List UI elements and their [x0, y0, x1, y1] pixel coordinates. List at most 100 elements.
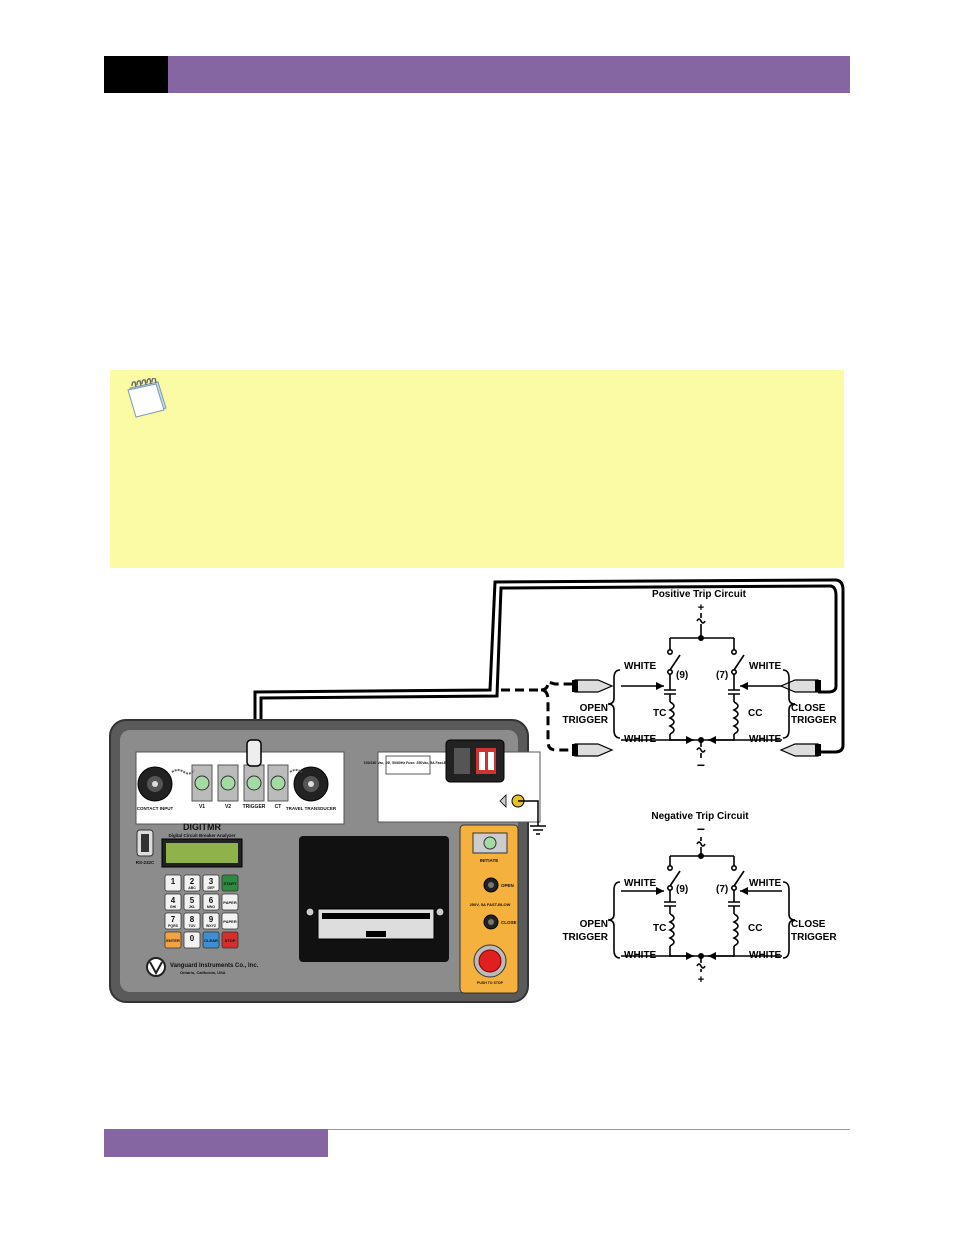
key-stop[interactable]: STOP: [221, 931, 239, 949]
negative-tc-label: TC: [653, 923, 666, 934]
negative-left-bottom-wire: WHITE: [624, 950, 657, 961]
positive-contact-7: (7): [716, 670, 728, 681]
positive-close-trigger-label: TRIGGER: [791, 715, 837, 726]
key-label: START: [223, 881, 237, 886]
contact-input-label: CONTACT INPUT: [137, 806, 174, 811]
key-label: 2: [190, 877, 195, 886]
alligator-clip-close-top: [779, 679, 821, 693]
positive-bottom-sign: −: [697, 757, 705, 773]
key-label: PAPER: [223, 919, 237, 924]
alligator-clip-close-bottom: [779, 743, 821, 757]
port-v1-label: V1: [199, 804, 205, 810]
trip-circuit-diagram: Positive Trip Circuit +: [109, 578, 845, 1003]
positive-trip-circuit: Positive Trip Circuit +: [562, 589, 837, 773]
negative-right-top-wire: WHITE: [749, 878, 782, 889]
vanguard-logo: Vanguard Instruments Co., Inc. Ontario, …: [146, 957, 259, 977]
key-0[interactable]: 0: [183, 931, 201, 949]
key-start[interactable]: START: [221, 874, 239, 892]
key-label: ENTER: [166, 938, 180, 943]
key-1[interactable]: 1: [164, 874, 182, 892]
negative-close-trigger-label: TRIGGER: [791, 932, 837, 943]
key-label: 4: [171, 896, 176, 905]
estop-label: PUSH TO STOP: [477, 981, 504, 985]
close-label: CLOSE: [501, 920, 517, 925]
positive-left-top-wire: WHITE: [624, 661, 657, 672]
key-label: 6: [209, 896, 214, 905]
negative-open-trigger-label: TRIGGER: [562, 932, 608, 943]
positive-close-label: CLOSE: [791, 703, 826, 714]
port-v2: V2: [217, 764, 239, 810]
travel-transducer-connector: TRAVEL TRANSDUCER: [286, 766, 337, 811]
key-enter[interactable]: ENTER: [164, 931, 182, 949]
key-label: 5: [190, 896, 195, 905]
key-sublabel: GHI: [170, 905, 176, 909]
key-sublabel: TUV: [189, 924, 197, 928]
port-ct-label: CT: [275, 804, 282, 810]
key-sublabel: MNO: [207, 905, 215, 909]
ground-terminal: [499, 794, 546, 835]
key-sublabel: WXYZ: [206, 924, 217, 928]
fuse-label: 250V, 5A FAST-BLOW: [470, 902, 511, 907]
port-trigger-label: TRIGGER: [243, 804, 266, 810]
positive-left-bottom-wire: WHITE: [624, 734, 657, 745]
key-label: 9: [209, 915, 214, 924]
key-sublabel: PQRS: [168, 924, 179, 928]
key-clear[interactable]: CLEAR: [202, 931, 220, 949]
company-location: Ontario, California, USA: [180, 970, 226, 975]
key-sublabel: DEF: [208, 886, 216, 890]
rs232-port: RS-232C: [136, 829, 155, 865]
negative-bottom-sign: +: [698, 974, 704, 986]
port-v1: V1: [191, 764, 213, 810]
key-sublabel: JKL: [189, 905, 196, 909]
negative-top-sign: −: [697, 821, 705, 837]
positive-contact-9: (9): [676, 670, 688, 681]
positive-circuit-title: Positive Trip Circuit: [652, 589, 747, 600]
key-label: PAPER: [223, 900, 237, 905]
lcd-display: [161, 838, 243, 868]
positive-right-top-wire: WHITE: [749, 661, 782, 672]
negative-right-bottom-wire: WHITE: [749, 950, 782, 961]
contact-input-connector: CONTACT INPUT: [137, 766, 174, 811]
key-sublabel: ABC: [188, 886, 196, 890]
device-model-label: DIGITMR: [183, 822, 221, 832]
rs232-label: RS-232C: [136, 860, 155, 865]
power-inlet: [445, 739, 505, 783]
negative-contact-9: (9): [676, 884, 688, 895]
header-title-bar: [168, 56, 850, 93]
negative-cc-label: CC: [748, 923, 762, 934]
key-label: STOP: [225, 938, 236, 943]
travel-transducer-label: TRAVEL TRANSDUCER: [286, 806, 337, 811]
footer-bar: [104, 1129, 328, 1157]
positive-open-label: OPEN: [580, 703, 608, 714]
digitmr-device: CONTACT INPUT V1 V2 TRIGGER CT TRAVE: [109, 719, 546, 1003]
negative-circuit-title: Negative Trip Circuit: [651, 811, 749, 822]
key-paper-2[interactable]: PAPER: [221, 912, 239, 930]
key-label: 1: [171, 877, 176, 886]
initiate-panel: INITIATE OPEN 250V, 5A FAST-BLOW CLOSE P…: [459, 824, 519, 994]
note-box: [110, 370, 844, 568]
positive-right-bottom-wire: WHITE: [749, 734, 782, 745]
port-v2-label: V2: [225, 804, 231, 810]
key-label: 7: [171, 915, 176, 924]
footer-rule: [328, 1129, 850, 1130]
alligator-clip-open-top: [572, 679, 614, 693]
key-label: CLEAR: [204, 938, 218, 943]
header-page-number-block: [104, 56, 168, 93]
negative-trip-circuit: Negative Trip Circuit −: [562, 811, 837, 986]
negative-close-label: CLOSE: [791, 919, 826, 930]
company-name: Vanguard Instruments Co., Inc.: [170, 963, 259, 969]
negative-contact-7: (7): [716, 884, 728, 895]
power-rating-label: 100/240 Vac, 1Φ, 50/60Hz Fuse: 250Vac, 5…: [364, 761, 453, 765]
trigger-cable: [253, 578, 845, 754]
key-paper-1[interactable]: PAPER: [221, 893, 239, 911]
positive-tc-label: TC: [653, 708, 666, 719]
